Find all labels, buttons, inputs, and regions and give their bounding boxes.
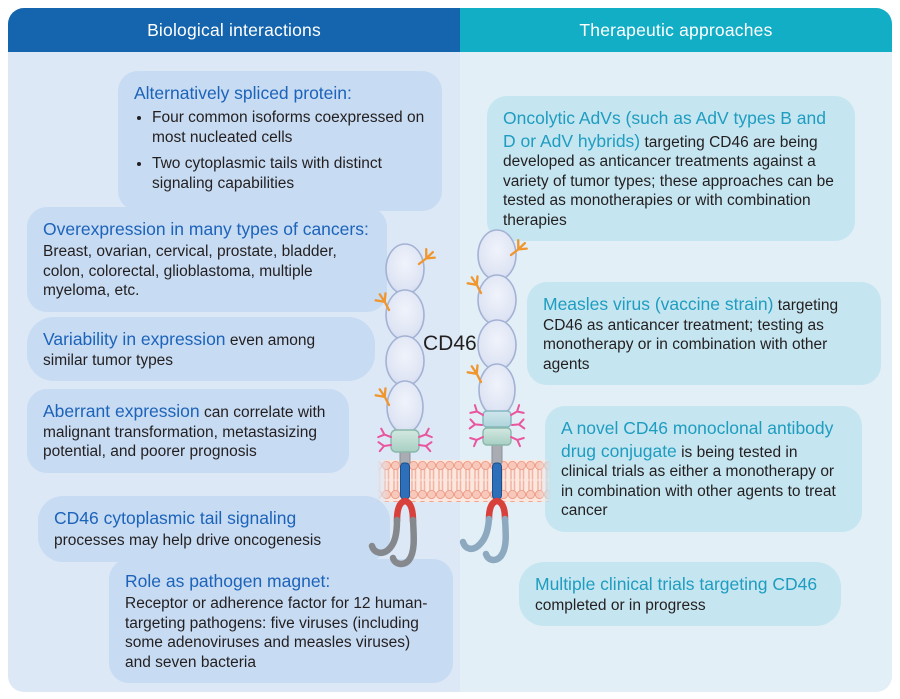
stp-domain	[390, 429, 420, 453]
ccp-domain	[477, 274, 517, 326]
box-measles-virus: Measles virus (vaccine strain) targeting…	[527, 282, 881, 386]
header-biological-interactions: Biological interactions	[8, 8, 460, 52]
ccp-domain	[386, 380, 424, 434]
ccp-domain	[478, 363, 516, 417]
cytoplasmic-tail	[482, 515, 510, 564]
ccp-domain	[385, 335, 425, 387]
box-body: processes may help drive oncogenesis	[54, 532, 322, 550]
box-highlight: Oncolytic AdVs (such as AdV types B and …	[503, 108, 826, 151]
bullet-item: Two cytoplasmic tails with distinct sign…	[152, 154, 426, 193]
box-title: Overexpression in many types of cancers:	[43, 219, 369, 239]
box-highlight: Measles virus (vaccine strain)	[543, 294, 774, 314]
box-body: even among similar tumor types	[43, 332, 316, 369]
box-body: targeting CD46 are being developed as an…	[503, 133, 834, 229]
box-body: completed or in progress	[535, 596, 706, 614]
bullet-list: Four common isoforms coexpressed on most…	[134, 108, 426, 193]
box-body: is being tested in clinical trials as ei…	[561, 443, 836, 520]
transmembrane-segment	[492, 462, 502, 500]
o-glycan-icon	[510, 418, 526, 431]
transmembrane-segment	[400, 462, 410, 500]
stp-domain	[482, 427, 512, 446]
ccp-domain	[385, 243, 425, 295]
cytoplasmic-tail	[389, 516, 418, 568]
box-body: Breast, ovarian, cervical, prostate, bla…	[43, 243, 337, 300]
box-title: Role as pathogen magnet:	[125, 571, 331, 591]
box-pathogen-magnet: Role as pathogen magnet: Receptor or adh…	[109, 559, 453, 684]
stp-domain	[482, 410, 512, 428]
juxtamembrane-red-fork	[393, 497, 417, 525]
o-glycan-icon	[417, 439, 433, 453]
ccp-domain	[477, 319, 517, 371]
box-body: targeting CD46 as anticancer treatment; …	[543, 297, 839, 373]
box-highlight: Multiple clinical trials targeting CD46	[535, 574, 818, 594]
box-variability-expression: Variability in expression even among sim…	[27, 317, 375, 382]
box-overexpression-cancers: Overexpression in many types of cancers:…	[27, 207, 387, 312]
cd46-protein-right	[459, 229, 530, 564]
ccp-domain	[385, 289, 425, 341]
box-title: Aberrant expression	[43, 401, 200, 421]
juxtamembrane-red-fork	[485, 497, 509, 523]
box-body: can correlate with malignant transformat…	[43, 404, 326, 461]
cd46-label: CD46	[423, 332, 477, 355]
header-therapeutic-label: Therapeutic approaches	[579, 19, 773, 40]
box-oncolytic-advs: Oncolytic AdVs (such as AdV types B and …	[487, 96, 855, 242]
box-title: Alternatively spliced protein:	[134, 83, 352, 103]
cd46-protein-left	[368, 243, 438, 568]
cd46-protein-illustration	[368, 229, 551, 568]
box-title: CD46 cytoplasmic tail signaling	[54, 508, 297, 528]
o-glycan-icon	[377, 439, 393, 453]
header-biological-label: Biological interactions	[147, 19, 321, 40]
cytoplasmic-tail	[459, 515, 493, 553]
box-alternatively-spliced-protein: Alternatively spliced protein: Four comm…	[118, 71, 442, 212]
box-highlight: A novel CD46 monoclonal antibody drug co…	[561, 418, 834, 461]
box-clinical-trials: Multiple clinical trials targeting CD46 …	[519, 562, 841, 627]
box-title: Variability in expression	[43, 329, 226, 349]
o-glycan-icon	[468, 418, 484, 431]
header-therapeutic-approaches: Therapeutic approaches	[460, 8, 892, 52]
bullet-item: Four common isoforms coexpressed on most…	[152, 108, 426, 147]
cytoplasmic-tail	[368, 516, 401, 557]
box-aberrant-expression: Aberrant expression can correlate with m…	[27, 389, 349, 473]
box-body: Receptor or adherence factor for 12 huma…	[125, 595, 428, 671]
box-antibody-drug-conjugate: A novel CD46 monoclonal antibody drug co…	[545, 406, 862, 532]
box-cytoplasmic-tail-signaling: CD46 cytoplasmic tail signaling processe…	[38, 496, 390, 562]
